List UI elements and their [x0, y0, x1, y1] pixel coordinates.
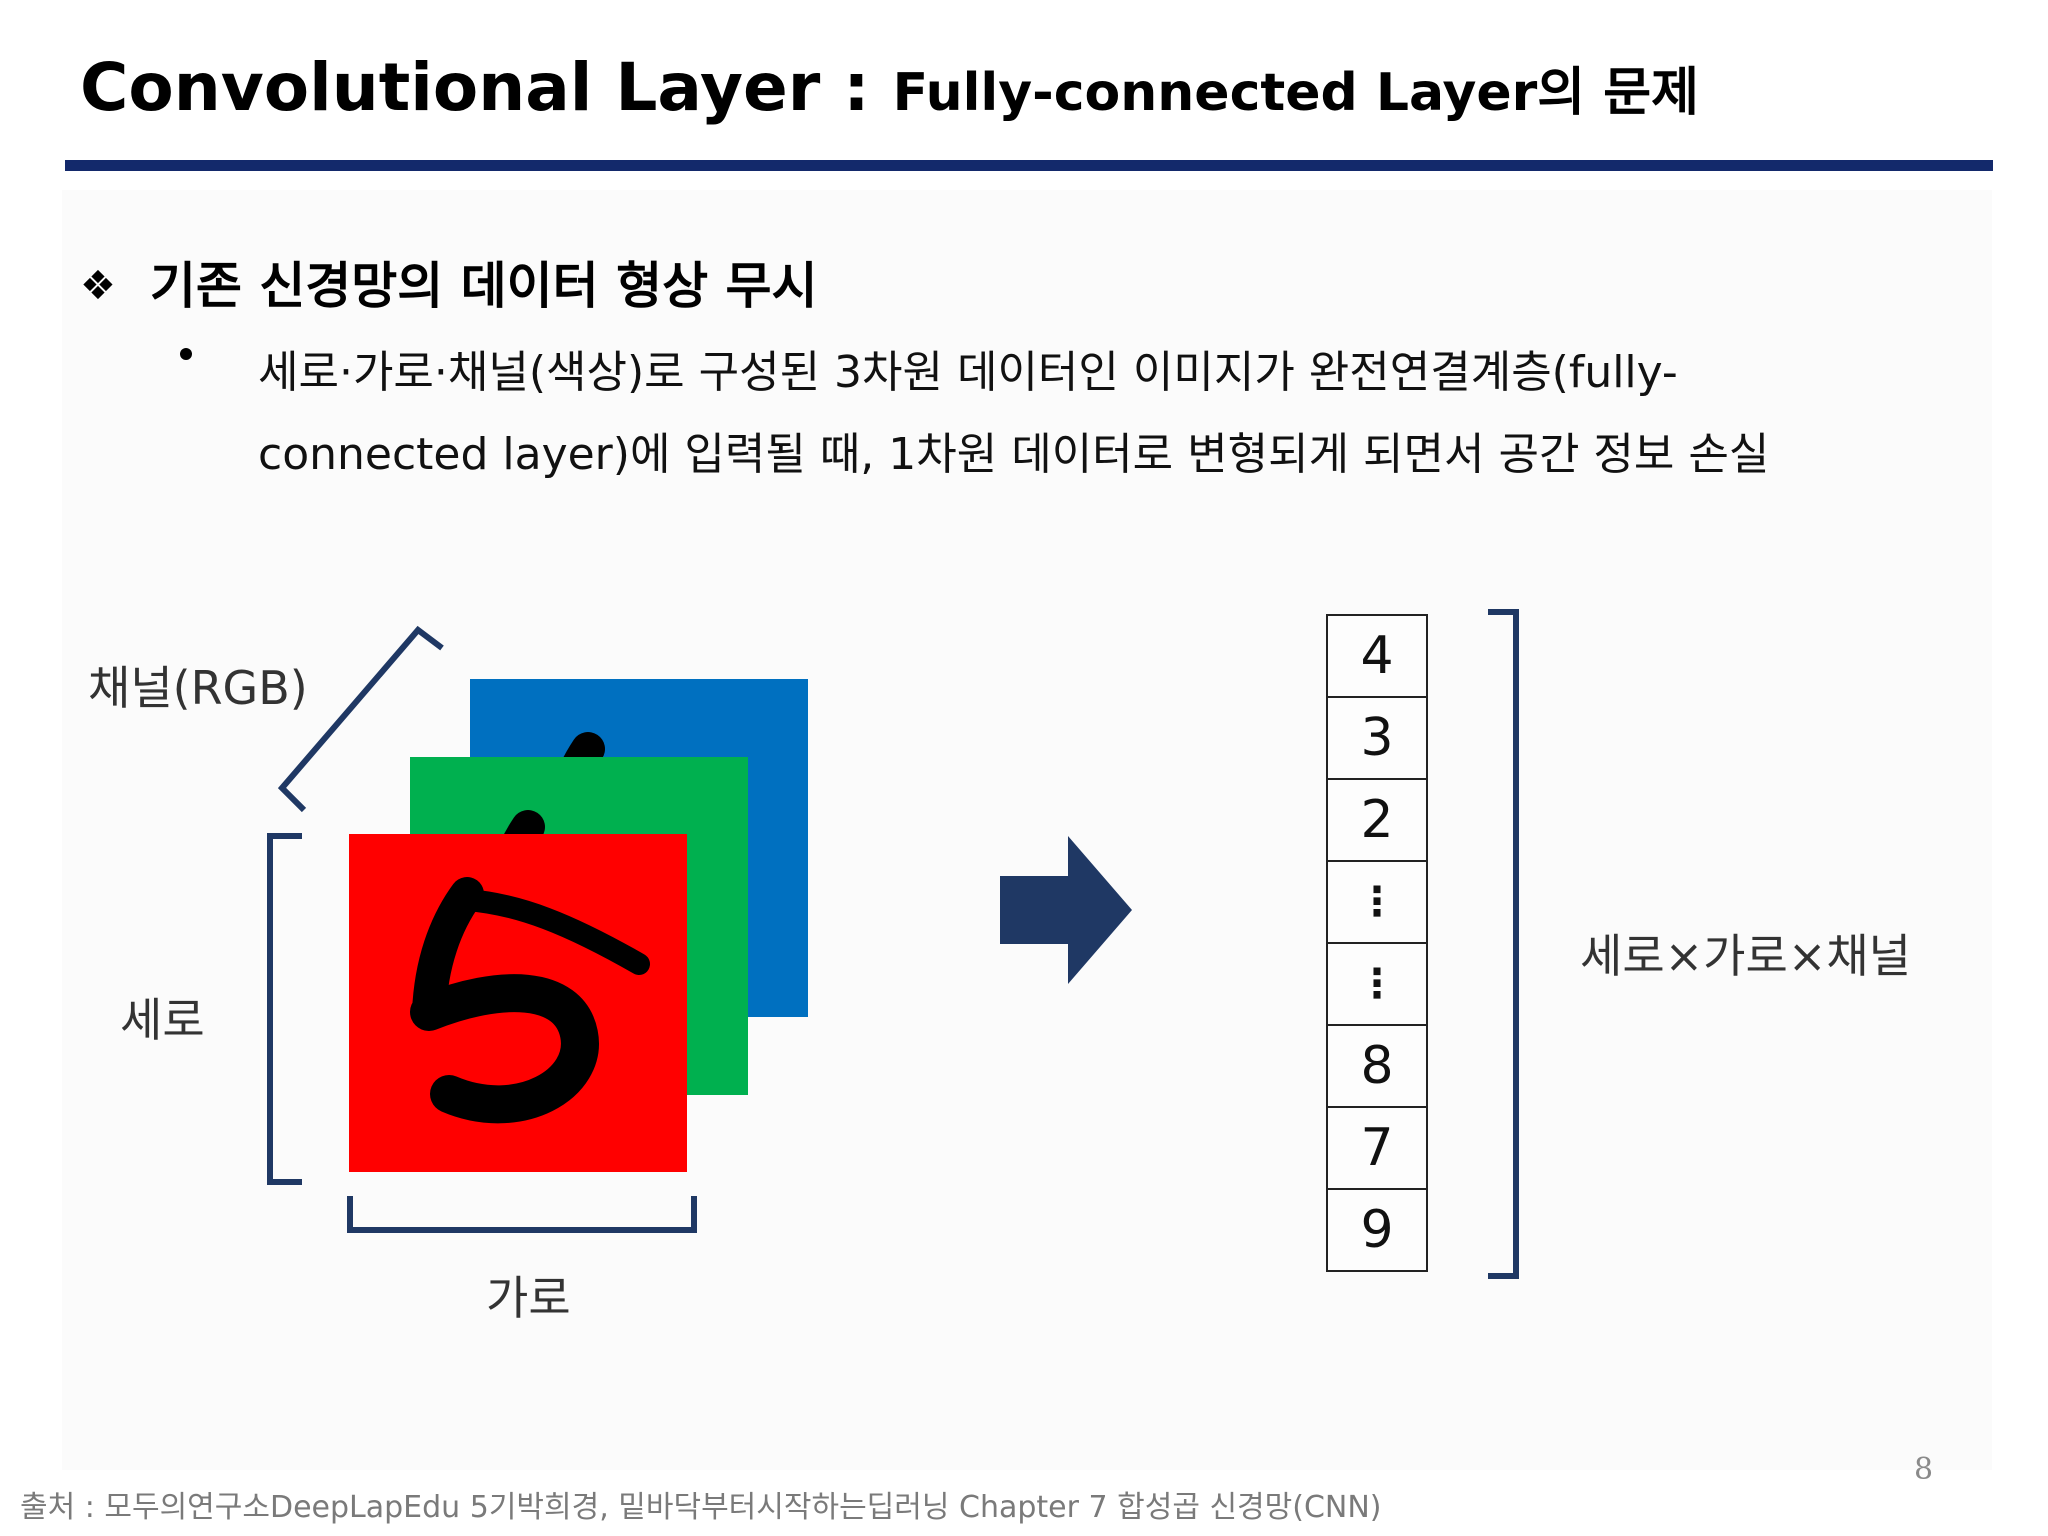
vector-cell: 9	[1326, 1188, 1428, 1272]
height-bracket	[267, 833, 302, 1185]
section-heading-text: 기존 신경망의 데이터 형상 무시	[149, 257, 818, 315]
red-channel-image	[349, 834, 687, 1172]
height-label: 세로	[120, 993, 205, 1047]
vector-cell: 3	[1326, 696, 1428, 778]
channel-bracket	[277, 625, 444, 813]
source-citation: 출처 : 모두의연구소DeepLapEdu 5기박희경, 밑바닥부터시작하는딥러…	[20, 1490, 1382, 1525]
four-diamond-bullet-icon: ❖	[80, 263, 116, 309]
section-heading: ❖ 기존 신경망의 데이터 형상 무시	[80, 246, 818, 318]
title-separator: :	[820, 49, 893, 126]
vector-cell: ⋮	[1326, 860, 1428, 942]
handwritten-digit-icon	[410, 877, 650, 1124]
title-underline	[65, 160, 1993, 171]
title-sub: Fully-connected Layer의 문제	[892, 63, 1699, 123]
bullet-text-line-2: connected layer)에 입력될 때, 1차원 데이터로 변형되게 되…	[258, 429, 1770, 480]
vector-cell: 8	[1326, 1024, 1428, 1106]
width-label: 가로	[486, 1271, 571, 1325]
channel-label: 채널(RGB)	[88, 661, 308, 715]
vector-cell: 4	[1326, 614, 1428, 696]
vector-dimension-label: 세로×가로×채널	[1580, 929, 1912, 983]
slide-title: Convolutional Layer : Fully-connected La…	[80, 49, 1699, 126]
vector-cell: ⋮	[1326, 942, 1428, 1024]
vector-cell: 2	[1326, 778, 1428, 860]
title-main: Convolutional Layer	[80, 49, 821, 126]
vector-cell: 7	[1326, 1106, 1428, 1188]
content-panel	[62, 190, 1992, 1470]
page-number: 8	[1914, 1452, 1934, 1487]
bullet-text-line-1: 세로·가로·채널(색상)로 구성된 3차원 데이터인 이미지가 완전연결계층(f…	[258, 347, 1678, 398]
width-bracket	[347, 1196, 697, 1233]
vector-bracket	[1488, 609, 1519, 1279]
right-arrow-icon	[1000, 836, 1132, 984]
bullet-dot-icon	[180, 348, 192, 360]
